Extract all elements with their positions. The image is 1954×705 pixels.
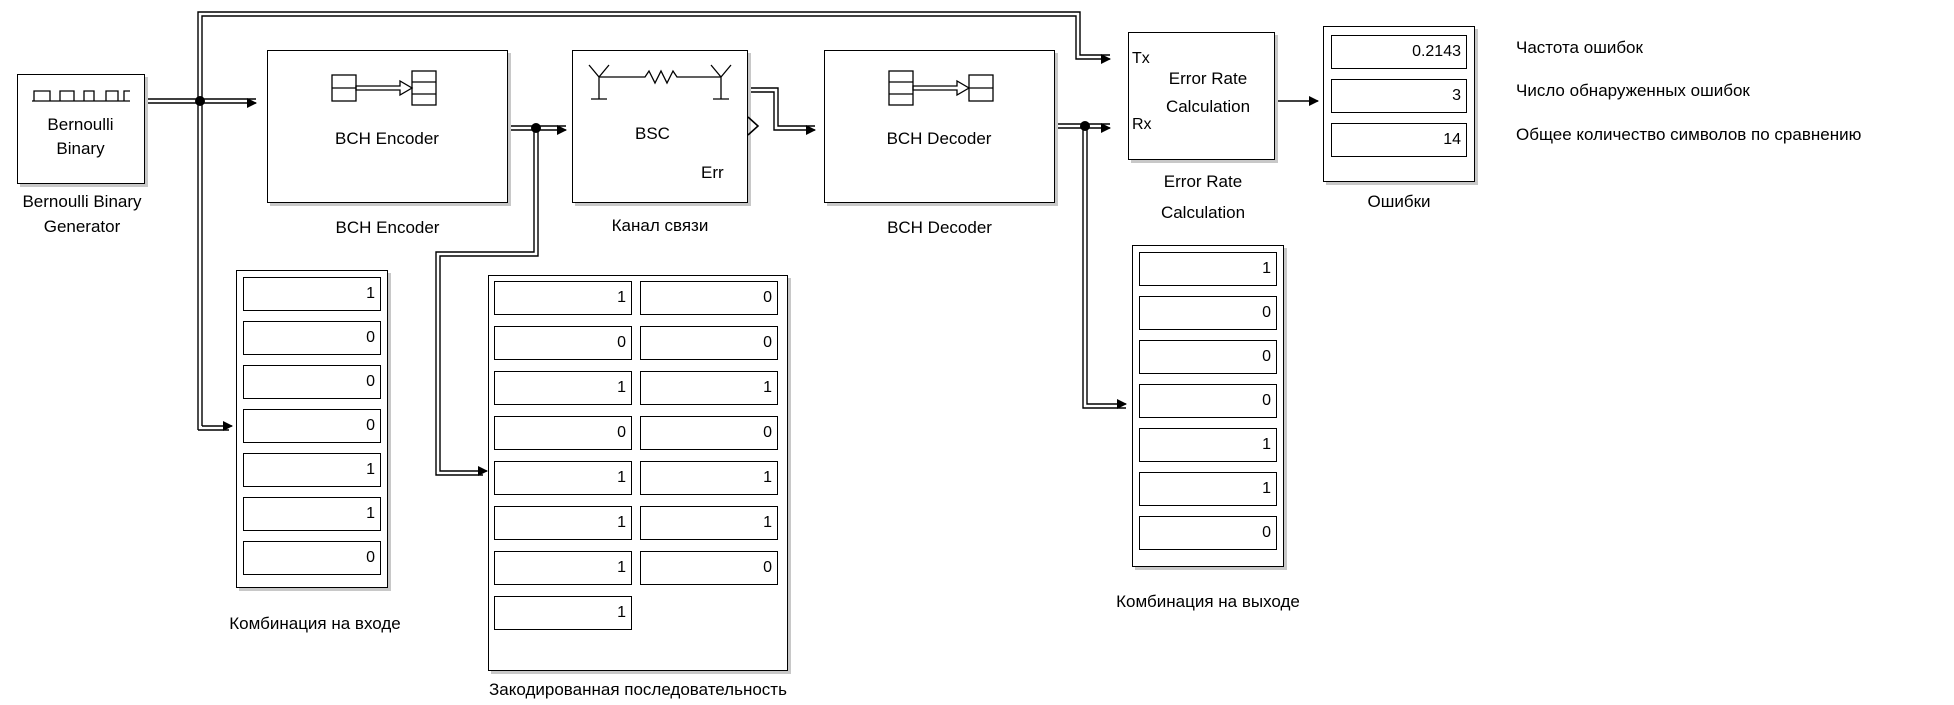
encoded-value: 0: [640, 416, 778, 450]
encoded-value: 0: [640, 326, 778, 360]
output-value: 0: [1139, 516, 1277, 550]
encoded-value: 1: [640, 506, 778, 540]
error-rate-label-2: Calculation: [1165, 97, 1251, 116]
wire-branch-encoded: [435, 128, 535, 476]
encoder-icon: [331, 70, 437, 106]
bernoulli-binary-block[interactable]: Bernoulli Binary: [17, 74, 145, 184]
input-value: 1: [243, 453, 381, 487]
bch-encoder-caption: BCH Encoder: [335, 218, 440, 237]
wire-bsc-to-decoder: [748, 87, 815, 127]
rx-port-label: Rx: [1132, 116, 1152, 133]
bernoulli-caption-1: Bernoulli Binary: [22, 192, 142, 211]
output-value: 1: [1139, 252, 1277, 286]
errors-display-block[interactable]: 0.2143 3 14: [1323, 26, 1475, 182]
input-display-block[interactable]: 1 0 0 0 1 1 0: [236, 270, 388, 588]
encoded-value: 0: [494, 326, 632, 360]
bsc-caption: Канал связи: [611, 216, 709, 235]
output-display-block[interactable]: 1 0 0 0 1 1 0: [1132, 245, 1284, 567]
branch-point: [195, 96, 205, 106]
bch-decoder-label: BCH Decoder: [886, 129, 992, 148]
bch-decoder-block[interactable]: BCH Decoder: [824, 50, 1055, 203]
bch-encoder-block[interactable]: BCH Encoder: [267, 50, 508, 203]
display-value-total-compared: 14: [1331, 123, 1467, 157]
encoded-value: 1: [494, 281, 632, 315]
input-value: 0: [243, 321, 381, 355]
output-value: 1: [1139, 472, 1277, 506]
output-value: 0: [1139, 340, 1277, 374]
encoded-value: 1: [494, 551, 632, 585]
decoder-icon: [888, 70, 994, 106]
annotation-total-compared: Общее количество символов по сравнению: [1516, 125, 1862, 144]
channel-icon: [588, 64, 732, 100]
bernoulli-caption-2: Generator: [43, 217, 121, 236]
input-value: 1: [243, 277, 381, 311]
encoded-value: 0: [640, 281, 778, 315]
bsc-label: BSC: [635, 124, 670, 143]
bch-encoder-label: BCH Encoder: [335, 129, 439, 148]
error-rate-caption-2: Calculation: [1160, 203, 1246, 222]
input-value: 0: [243, 365, 381, 399]
tx-port-label: Tx: [1132, 50, 1150, 67]
output-value: 0: [1139, 384, 1277, 418]
display-value-error-rate: 0.2143: [1331, 35, 1467, 69]
branch-point: [1080, 121, 1090, 131]
wire-branch-tx: [197, 11, 1110, 101]
error-rate-block[interactable]: Tx Rx Error Rate Calculation: [1128, 32, 1275, 160]
err-output-port-icon: [747, 116, 760, 136]
err-port-label: Err: [701, 163, 724, 182]
wire-branch-output: [1082, 126, 1126, 409]
output-value: 0: [1139, 296, 1277, 330]
error-rate-caption-1: Error Rate: [1163, 172, 1243, 191]
bsc-block[interactable]: BSC Err: [572, 50, 748, 203]
input-value: 1: [243, 497, 381, 531]
encoded-value: 1: [494, 506, 632, 540]
output-display-caption: Комбинация на выходе: [1116, 592, 1300, 611]
pulse-wave-icon: [32, 90, 130, 102]
encoded-value: 1: [640, 371, 778, 405]
encoded-value: 1: [640, 461, 778, 495]
annotation-error-rate: Частота ошибок: [1516, 38, 1643, 57]
input-display-caption: Комбинация на входе: [229, 614, 401, 633]
branch-point: [531, 123, 541, 133]
output-value: 1: [1139, 428, 1277, 462]
display-value-errors-detected: 3: [1331, 79, 1467, 113]
encoded-display-block[interactable]: 1 0 1 0 1 1 1 1 0 0 1 0 1 1 0: [488, 275, 788, 671]
error-rate-label-1: Error Rate: [1168, 69, 1248, 88]
encoded-display-caption: Закодированная последовательность: [489, 680, 787, 699]
bernoulli-label-1: Bernoulli: [47, 115, 114, 134]
bch-decoder-caption: BCH Decoder: [887, 218, 992, 237]
encoded-value: 0: [640, 551, 778, 585]
input-value: 0: [243, 541, 381, 575]
input-value: 0: [243, 409, 381, 443]
encoded-value: 1: [494, 461, 632, 495]
encoded-value: 0: [494, 416, 632, 450]
annotation-errors-detected: Число обнаруженных ошибок: [1516, 81, 1750, 100]
bernoulli-label-2: Binary: [56, 139, 105, 158]
encoded-value: 1: [494, 596, 632, 630]
errors-display-caption: Ошибки: [1367, 192, 1431, 211]
encoded-value: 1: [494, 371, 632, 405]
